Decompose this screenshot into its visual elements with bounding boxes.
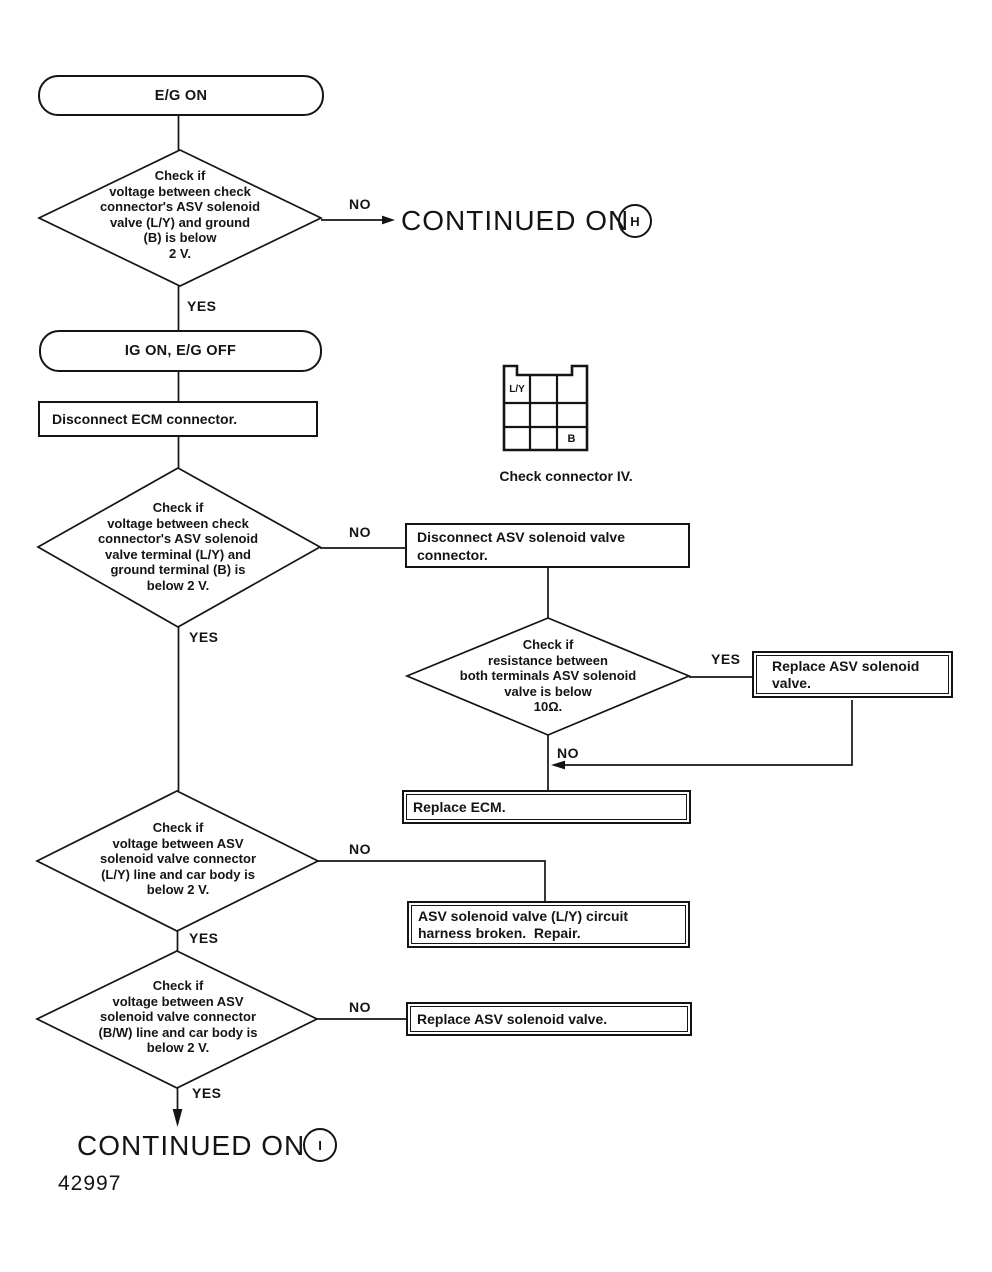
- terminal-eg-on: E/G ON: [38, 75, 324, 116]
- decision-diamonds: [35, 149, 692, 1089]
- decision-resistance-check: Check if resistance between both termina…: [459, 637, 637, 714]
- check-connector-diagram-icon: [502, 364, 589, 452]
- yes-label-1: YES: [187, 298, 217, 314]
- decision-voltage-check-connector-ground: Check if voltage between check connector…: [99, 168, 261, 261]
- yes-label-5: YES: [192, 1085, 222, 1101]
- diamond-3-outline: [404, 617, 692, 736]
- figure-number: 42997: [58, 1172, 122, 1195]
- check-connector-caption: Check connector IV.: [499, 468, 633, 484]
- arrow-right-icon: [382, 215, 395, 225]
- diamond-2-outline: [36, 467, 322, 628]
- process-disconnect-asv-connector: Disconnect ASV solenoid valve connector.: [405, 523, 690, 568]
- diamond-4-outline: [35, 790, 320, 932]
- decision-voltage-check-terminal-ground: Check if voltage between check connector…: [97, 500, 259, 593]
- action-replace-ecm: Replace ECM.: [402, 790, 691, 824]
- action-replace-asv-valve-2: Replace ASV solenoid valve.: [406, 1002, 692, 1036]
- action-harness-broken-repair: ASV solenoid valve (L/Y) circuit harness…: [407, 901, 690, 948]
- no-label-5: NO: [349, 999, 371, 1015]
- diamond-1-outline: [37, 149, 323, 287]
- yes-label-2: YES: [189, 629, 219, 645]
- arrow-left-icon: [551, 760, 565, 770]
- yes-label-4: YES: [189, 930, 219, 946]
- flow-connector-lines: [176, 112, 853, 1122]
- no-label-2: NO: [349, 524, 371, 540]
- action-replace-asv-valve: Replace ASV solenoid valve.: [752, 651, 953, 698]
- terminal-ig-on-eg-off: IG ON, E/G OFF: [39, 330, 322, 372]
- page-ref-i-badge: I: [303, 1128, 337, 1162]
- yes-label-3: YES: [711, 651, 741, 667]
- decision-voltage-ly-car-body: Check if voltage between ASV solenoid va…: [99, 820, 257, 897]
- connector-pin-ly: L/Y: [509, 384, 525, 395]
- diamond-5-outline: [35, 950, 319, 1089]
- continued-on-i-text: CONTINUED ON: [77, 1130, 306, 1161]
- process-disconnect-ecm: Disconnect ECM connector.: [38, 401, 318, 437]
- connector-pin-b: B: [567, 432, 576, 445]
- no-label-1: NO: [349, 196, 371, 212]
- arrow-down-icon: [172, 1109, 183, 1127]
- arrowheads: [172, 215, 565, 1127]
- no-label-3: NO: [557, 745, 579, 761]
- decision-voltage-bw-car-body: Check if voltage between ASV solenoid va…: [98, 978, 258, 1055]
- no-label-4: NO: [349, 841, 371, 857]
- continued-on-h-text: CONTINUED ON: [401, 205, 630, 236]
- page-ref-h-badge: H: [618, 204, 652, 238]
